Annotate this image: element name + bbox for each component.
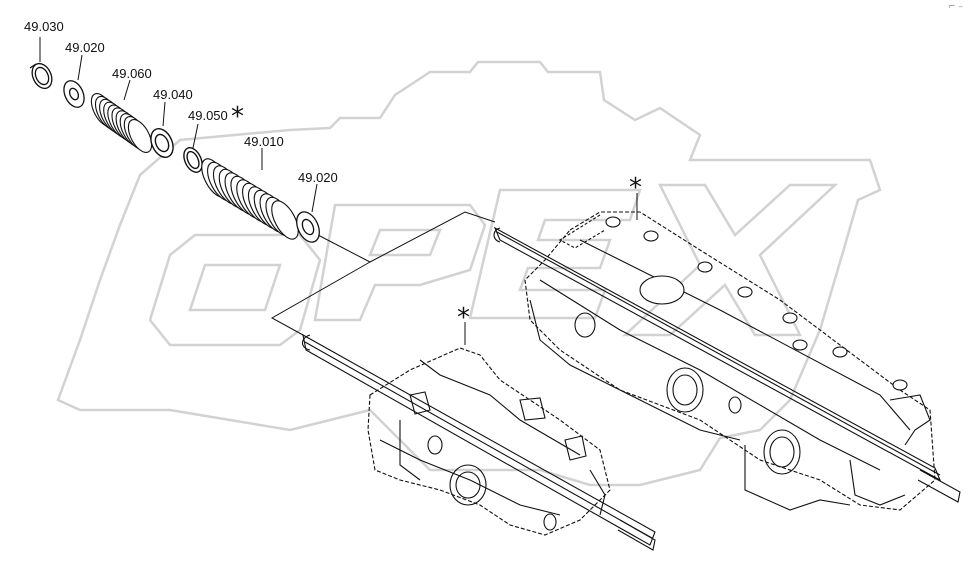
spring-coil <box>271 200 299 240</box>
asterisk-49050: * <box>231 102 244 132</box>
corner-mark: ⌐ – <box>948 2 963 12</box>
spring-coil <box>127 119 153 153</box>
washer-49020-top <box>63 80 85 108</box>
callout-49020-label: 49.020 <box>65 40 105 55</box>
lower-valve-housing <box>301 333 656 551</box>
washer-49040 <box>150 128 174 158</box>
spring-49060 <box>90 93 153 153</box>
callout-49010-label: 49.010 <box>244 134 284 149</box>
callout-49060-label: 49.060 <box>112 66 152 81</box>
callout-49030-label: 49.030 <box>24 19 64 34</box>
callout-49040-label: 49.040 <box>153 87 193 102</box>
washer-49020-lower <box>296 211 320 243</box>
asterisk-upper-housing: * <box>629 173 642 203</box>
leader-lines <box>39 37 638 345</box>
callout-49020b-label: 49.020 <box>298 170 338 185</box>
snap-ring-49050 <box>183 147 203 173</box>
snap-ring-49030 <box>29 62 53 90</box>
upper-valve-housing <box>493 211 961 511</box>
spring-49010 <box>201 158 299 240</box>
asterisk-lower-housing: * <box>457 303 470 333</box>
callout-49050-label: 49.050 <box>188 108 228 123</box>
opex-watermark <box>56 60 882 487</box>
